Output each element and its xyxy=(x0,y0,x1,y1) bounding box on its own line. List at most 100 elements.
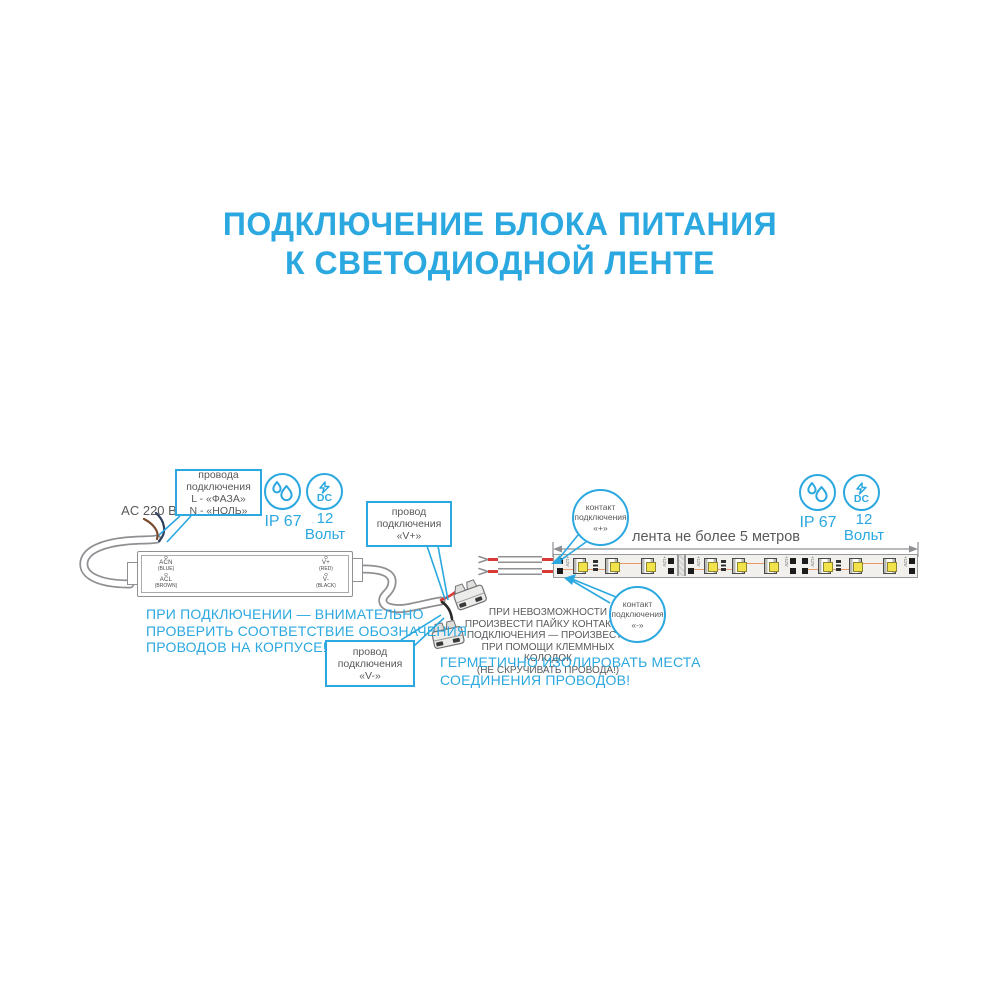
callout-vplus: провод подключения «V+» xyxy=(366,501,452,547)
strip-contact-pad xyxy=(790,557,796,564)
callout-contact-minus: контакт подключения «-» xyxy=(609,586,666,643)
psu-terminals-ac: O ACN (BLUE) O ACL (BROWN) xyxy=(146,555,186,589)
callout-vminus: провод подключения «V-» xyxy=(325,640,415,687)
note-line: ПОДКЛЮЧЕНИЯ — ПРОИЗВЕСТИ xyxy=(466,630,630,642)
pointer-contact-minus xyxy=(564,574,617,604)
strip-trace xyxy=(611,562,648,564)
ip67-label: IP 67 xyxy=(799,514,837,531)
led-chip xyxy=(605,557,620,574)
callout-line: подключения xyxy=(611,609,664,620)
pointer-phase-neutral xyxy=(158,515,192,543)
terminal-vminus: O V- (BLACK) xyxy=(316,572,336,589)
callout-line: N - «НОЛЬ» xyxy=(189,504,248,517)
strip-pad-label: +12V xyxy=(784,556,789,567)
title-line-1: ПОДКЛЮЧЕНИЕ БЛОКА ПИТАНИЯ xyxy=(222,206,778,242)
terminal-acl: O ACL (BROWN) xyxy=(155,572,178,589)
callout-line: «+» xyxy=(593,522,608,533)
lightning-bolt-icon xyxy=(856,481,867,495)
note-line: ПРИ НЕВОЗМОЖНОСТИ xyxy=(488,607,608,618)
warning-line: ГЕРМЕТИЧНО ИЗОЛИРОВАТЬ МЕСТА xyxy=(440,654,701,670)
note-line: ПРОИЗВЕСТИ ПАЙКУ КОНТАКТОВ xyxy=(464,618,632,630)
callout-line: L - «ФАЗА» xyxy=(191,492,246,505)
note-line: ПРИ ПОМОЩИ КЛЕММНЫХ КОЛОДОК xyxy=(481,641,615,665)
water-drops-icon xyxy=(806,481,828,502)
dc-label: DC xyxy=(853,492,870,505)
strip-pad-label: +12V xyxy=(565,556,570,567)
page-title: ПОДКЛЮЧЕНИЕ БЛОКА ПИТАНИЯ К СВЕТОДИОДНОЙ… xyxy=(0,205,1000,283)
strip-pad-label: +12V xyxy=(662,556,667,567)
callout-line: контакт xyxy=(622,598,653,609)
power-supply-unit: O ACN (BLUE) O ACL (BROWN) O V+ (RED) O … xyxy=(137,551,353,597)
warning-line: ПРИ ПОДКЛЮЧЕНИИ — ВНИМАТЕЛЬНО xyxy=(146,606,424,622)
strip-resistor xyxy=(836,560,842,571)
led-chip xyxy=(848,557,864,574)
terminal-name: ACL xyxy=(159,577,173,583)
callout-line: «V-» xyxy=(359,669,381,682)
warning-line: ПРОВОДОВ НА КОРПУСЕ! xyxy=(146,639,327,655)
strip-trace xyxy=(738,562,771,564)
strip-resistor xyxy=(721,560,727,571)
callout-contact-plus: контакт подключения «+» xyxy=(572,489,629,546)
ip67-badge xyxy=(264,473,301,510)
terminal-color: (BLUE) xyxy=(157,565,175,572)
strip-contact-pad xyxy=(802,557,808,564)
dc-12v-badge: DC xyxy=(306,473,343,510)
volt-value: 12 xyxy=(316,510,334,527)
pointer-vplus xyxy=(426,545,449,601)
strip-lead-wires xyxy=(478,555,553,576)
strip-contact-pad xyxy=(557,557,563,564)
water-drops-icon xyxy=(271,480,293,501)
callout-line: контакт xyxy=(585,501,616,512)
strip-contact-pad xyxy=(688,557,694,564)
terminal-pin: O xyxy=(164,572,168,577)
strip-resistor xyxy=(592,560,598,571)
terminal-color: (RED) xyxy=(319,565,333,572)
title-line-2: К СВЕТОДИОДНОЙ ЛЕНТЕ xyxy=(285,245,715,281)
ac-220v-label: AC 220 В xyxy=(121,503,177,518)
led-chip xyxy=(641,557,656,574)
terminal-color: (BLACK) xyxy=(316,582,336,589)
terminal-name: V+ xyxy=(321,560,331,566)
warning-seal-joints: ГЕРМЕТИЧНО ИЗОЛИРОВАТЬ МЕСТА СОЕДИНЕНИЯ … xyxy=(440,654,701,689)
callout-line: провода xyxy=(198,468,239,481)
terminal-acn: O ACN (BLUE) xyxy=(158,555,174,572)
strip-contact-pad xyxy=(909,567,915,574)
terminal-color: (BROWN) xyxy=(154,582,178,589)
vplus-wire xyxy=(439,586,462,602)
ip67-badge xyxy=(799,474,836,511)
ip67-label: IP 67 xyxy=(264,513,302,530)
dc-label: DC xyxy=(316,491,333,504)
warning-line: СОЕДИНЕНИЯ ПРОВОДОВ! xyxy=(440,671,631,688)
callout-line: подключения xyxy=(337,657,403,670)
terminal-name: V- xyxy=(322,577,330,583)
strip-trace xyxy=(855,562,890,564)
callout-line: провод xyxy=(352,645,388,658)
dc-12v-badge: DC xyxy=(843,474,880,511)
volt-unit: Вольт xyxy=(843,527,885,544)
callout-line: провод xyxy=(391,506,427,518)
strip-pad-label: +12V xyxy=(903,556,908,567)
psu-right-cap xyxy=(352,558,363,582)
strip-pad-label: +12V xyxy=(696,556,701,567)
strip-length-label: лента не более 5 метров xyxy=(632,529,800,545)
strip-joint xyxy=(676,555,686,576)
note-clamps: ПРИ НЕВОЗМОЖНОСТИ ПРОИЗВЕСТИ ПАЙКУ КОНТА… xyxy=(458,607,638,677)
psu-terminals-dc: O V+ (RED) O V- (BLACK) xyxy=(306,555,346,589)
strip-contact-pad xyxy=(790,567,796,574)
volt-label: 12 Вольт xyxy=(296,511,354,543)
led-chip xyxy=(764,557,779,574)
callout-phase-neutral: провода подключения L - «ФАЗА» N - «НОЛЬ… xyxy=(175,468,262,517)
callout-line: подключения xyxy=(186,480,251,493)
terminal-pin: O xyxy=(324,572,328,577)
led-chip xyxy=(732,557,747,574)
warning-line: ПРОВЕРИТЬ СООТВЕТСТВИЕ ОБОЗНАЧЕНИЯ xyxy=(146,622,468,639)
lightning-bolt-icon xyxy=(319,480,330,494)
led-chip xyxy=(818,557,833,574)
led-strip: +12V+12V+12V+12V+12V+12V xyxy=(553,554,918,578)
strip-contact-pad xyxy=(909,557,915,564)
callout-line: «-» xyxy=(631,619,644,630)
callout-line: подключения xyxy=(376,518,442,530)
terminal-vplus: O V+ (RED) xyxy=(319,555,333,572)
callout-line: «V+» xyxy=(396,530,422,542)
